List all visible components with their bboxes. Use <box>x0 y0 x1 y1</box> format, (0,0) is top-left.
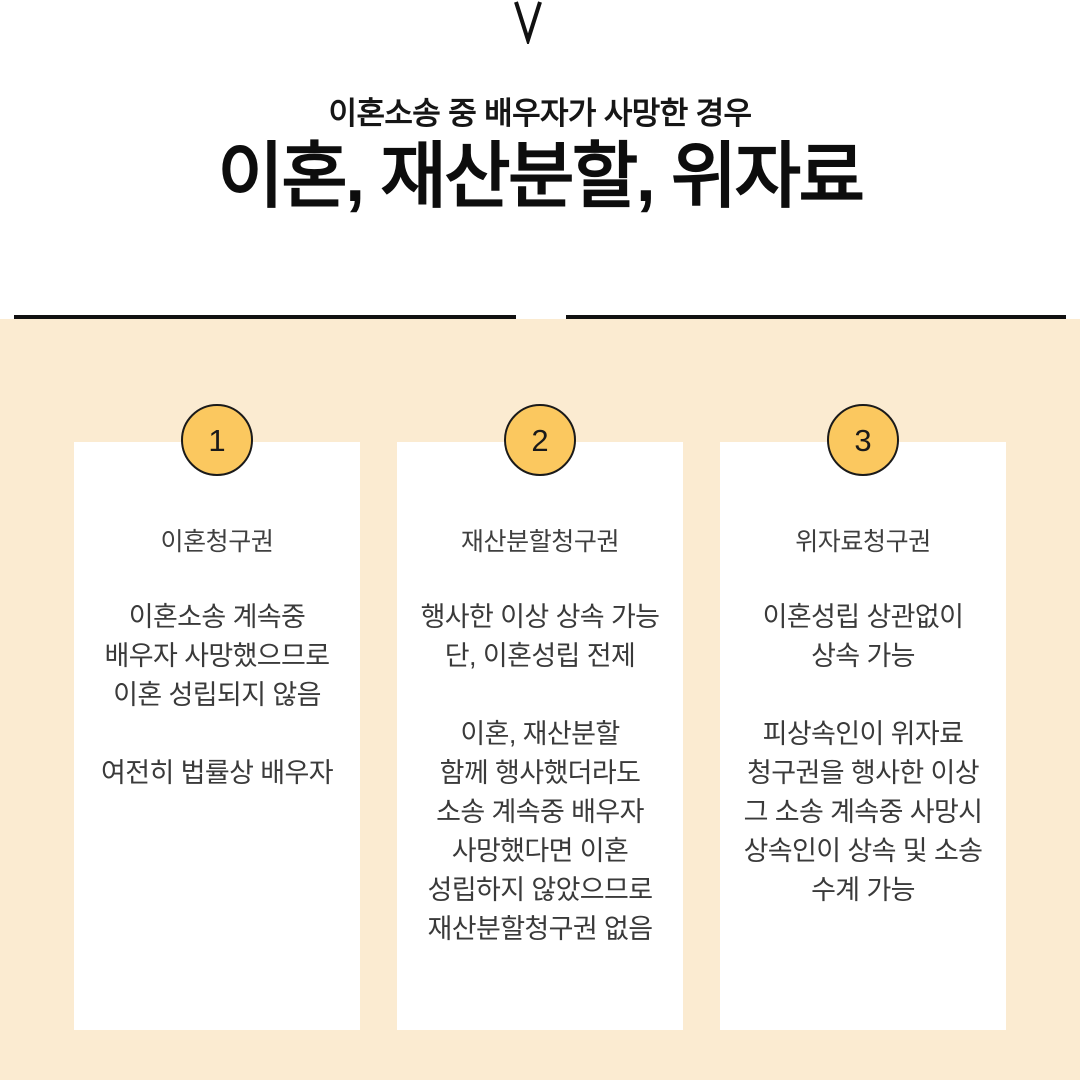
text-line: 사망했다면 이혼 <box>451 836 629 866</box>
text-line: 단, 이혼성립 전제 <box>444 641 636 671</box>
card-1-paragraph-2: 여전히 법률상 배우자 <box>74 754 360 793</box>
text-line: 상속 가능 <box>811 641 915 671</box>
card-2-body: 행사한 이상 상속 가능 단, 이혼성립 전제 이혼, 재산분할 함께 행사했더… <box>397 598 683 949</box>
card-1-paragraph-1: 이혼소송 계속중 배우자 사망했으므로 이혼 성립되지 않음 <box>74 598 360 715</box>
card-3: 3 위자료청구권 이혼성립 상관없이 상속 가능 피상속인이 위자료 청구권을 … <box>720 404 1006 1030</box>
text-line: 이혼 성립되지 않음 <box>113 680 321 710</box>
card-1: 1 이혼청구권 이혼소송 계속중 배우자 사망했으므로 이혼 성립되지 않음 여… <box>74 404 360 1030</box>
chevron-down-icon <box>514 1 542 44</box>
card-1-body: 이혼소송 계속중 배우자 사망했으므로 이혼 성립되지 않음 여전히 법률상 배… <box>74 598 360 793</box>
text-line: 성립하지 않았으므로 <box>427 875 653 905</box>
text-line: 소송 계속중 배우자 <box>436 797 644 827</box>
page-title: 이혼, 재산분할, 위자료 <box>217 137 865 217</box>
text-line: 행사한 이상 상속 가능 <box>420 602 660 632</box>
text-line: 재산분할청구권 없음 <box>427 914 653 944</box>
card-2-number-badge: 2 <box>504 404 576 476</box>
card-3-number-badge: 3 <box>827 404 899 476</box>
text-line: 함께 행사했더라도 <box>439 758 641 788</box>
text-line: 그 소송 계속중 사망시 <box>743 797 983 827</box>
header-section: 이혼소송 중 배우자가 사망한 경우 이혼, 재산분할, 위자료 <box>0 0 1080 319</box>
card-3-body: 이혼성립 상관없이 상속 가능 피상속인이 위자료 청구권을 행사한 이상 그 … <box>720 598 1006 910</box>
text-line: 이혼성립 상관없이 <box>762 602 964 632</box>
card-2-paragraph-2: 이혼, 재산분할 함께 행사했더라도 소송 계속중 배우자 사망했다면 이혼 성… <box>397 715 683 949</box>
page-subtitle: 이혼소송 중 배우자가 사망한 경우 <box>328 96 753 131</box>
card-1-number-badge: 1 <box>181 404 253 476</box>
text-line: 배우자 사망했으므로 <box>104 641 330 671</box>
card-3-heading: 위자료청구권 <box>795 528 931 556</box>
text-line: 피상속인이 위자료 <box>762 719 964 749</box>
card-2-paragraph-1: 행사한 이상 상속 가능 단, 이혼성립 전제 <box>397 598 683 676</box>
card-3-paragraph-1: 이혼성립 상관없이 상속 가능 <box>720 598 1006 676</box>
card-2: 2 재산분할청구권 행사한 이상 상속 가능 단, 이혼성립 전제 이혼, 재산… <box>397 404 683 1030</box>
text-line: 상속인이 상속 및 소송 <box>743 836 983 866</box>
card-3-paragraph-2: 피상속인이 위자료 청구권을 행사한 이상 그 소송 계속중 사망시 상속인이 … <box>720 715 1006 910</box>
text-line: 이혼, 재산분할 <box>460 719 620 749</box>
text-line: 청구권을 행사한 이상 <box>747 758 980 788</box>
text-line: 이혼소송 계속중 <box>128 602 306 632</box>
card-2-heading: 재산분할청구권 <box>460 528 620 556</box>
card-row: 1 이혼청구권 이혼소송 계속중 배우자 사망했으므로 이혼 성립되지 않음 여… <box>74 404 1006 1030</box>
text-line: 여전히 법률상 배우자 <box>101 758 334 788</box>
text-line: 수계 가능 <box>811 875 915 905</box>
card-1-heading: 이혼청구권 <box>160 528 274 556</box>
